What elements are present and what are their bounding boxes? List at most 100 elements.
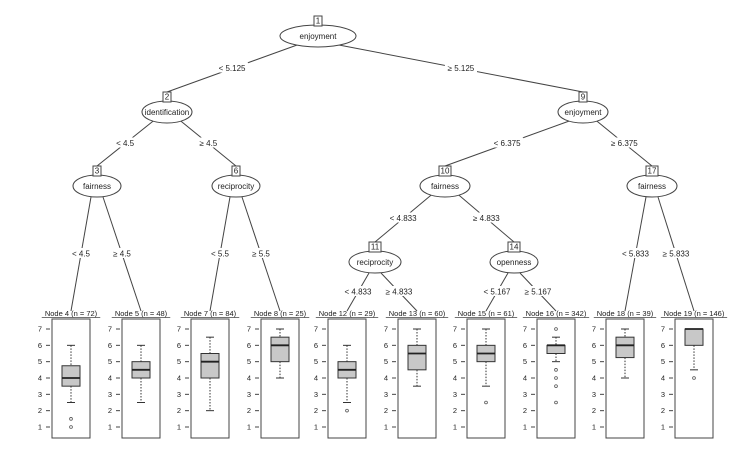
y-tick-label: 4 [247,374,251,383]
node-id-label: 2 [165,93,170,102]
node-id-box [578,91,588,103]
y-tick-label: 5 [108,357,112,366]
panel-title: Node 16 (n = 342) [526,309,587,318]
y-tick-label: 3 [453,390,457,399]
y-tick-label: 2 [453,406,457,415]
y-tick-label: 2 [108,406,112,415]
panel-title: Node 19 (n = 146) [664,309,725,318]
y-tick-label: 2 [177,406,181,415]
outlier-point [554,376,558,380]
node-id-label: 9 [581,93,586,102]
y-tick-label: 6 [247,341,251,350]
panel-title: Node 15 (n = 61) [458,309,515,318]
y-tick-label: 3 [384,390,388,399]
y-tick-label: 7 [108,325,112,334]
y-tick-label: 5 [314,357,318,366]
y-tick-label: 3 [592,390,596,399]
y-tick-label: 7 [38,325,42,334]
y-tick-label: 6 [453,341,457,350]
outlier-point [554,384,558,388]
panel-title: Node 18 (n = 39) [597,309,654,318]
y-tick-label: 3 [177,390,181,399]
y-tick-label: 3 [247,390,251,399]
node-id-box [231,165,241,177]
y-tick-label: 1 [523,423,527,432]
outlier-point [345,408,349,413]
y-tick-label: 1 [177,423,181,432]
edge-label-bg [619,248,652,258]
node-id-label: 17 [648,167,657,176]
outlier-point [554,368,558,372]
panel-title: Node 12 (n = 29) [319,309,376,318]
edge-label-bg [208,248,232,258]
inner-node-14: openness 14 [489,241,539,274]
panel-title: Node 5 (n = 48) [115,309,168,318]
node-variable-label: enjoyment [300,32,338,41]
edge-label-14-right: ≥ 5.167 [525,288,552,297]
edge-label-bg [69,248,93,258]
iqr-box [61,365,81,387]
iqr-box [615,336,635,359]
edge-label-1-right: ≥ 5.125 [448,64,475,73]
y-tick-label: 6 [177,341,181,350]
y-tick-label: 5 [247,357,251,366]
y-tick-label: 4 [177,374,181,383]
node-variable-label: openness [497,258,532,267]
outlier-point [554,400,558,405]
node-id-box [92,165,102,177]
y-tick-label: 1 [453,423,457,432]
edge-label-2-right: ≥ 4.5 [200,139,218,148]
node-id-box [162,91,172,103]
y-tick-label: 6 [384,341,388,350]
y-tick-label: 4 [108,374,112,383]
node-id-label: 6 [234,167,239,176]
node-id-label: 11 [371,243,380,252]
node-id-label: 14 [510,243,519,252]
y-tick-label: 6 [661,341,665,350]
y-tick-label: 2 [314,406,318,415]
y-tick-label: 7 [523,325,527,334]
y-tick-label: 5 [453,357,457,366]
y-tick-label: 5 [384,357,388,366]
y-tick-label: 4 [314,374,318,383]
iqr-box [200,353,220,379]
node-variable-label: reciprocity [357,258,393,267]
iqr-box [546,344,566,355]
node-id-box [645,165,659,177]
y-tick-label: 1 [384,423,388,432]
y-tick-label: 4 [384,374,388,383]
edge-label-bg [470,212,503,223]
y-tick-label: 7 [314,325,318,334]
y-tick-label: 2 [523,406,527,415]
node-id-box [368,241,382,253]
y-tick-label: 2 [592,406,596,415]
inner-node-11: reciprocity 11 [348,241,402,274]
y-tick-label: 7 [247,325,251,334]
node-id-box [438,165,452,177]
y-tick-label: 4 [592,374,596,383]
y-tick-label: 5 [177,357,181,366]
edge-label-9-right: ≥ 6.375 [611,139,638,148]
y-tick-label: 3 [38,390,42,399]
edge-label-3-right: ≥ 4.5 [113,250,131,259]
edge-label-bg [196,137,221,148]
edge-label-10-left: < 4.833 [390,214,417,223]
edge-label-11-left: < 4.833 [345,288,372,297]
edge-label-bg [521,286,555,296]
y-tick-label: 6 [38,341,42,350]
node-id-label: 10 [441,167,450,176]
y-tick-label: 7 [661,325,665,334]
panel-frame [397,318,437,439]
outlier-point [554,327,558,331]
edge-label-bg [480,286,514,296]
